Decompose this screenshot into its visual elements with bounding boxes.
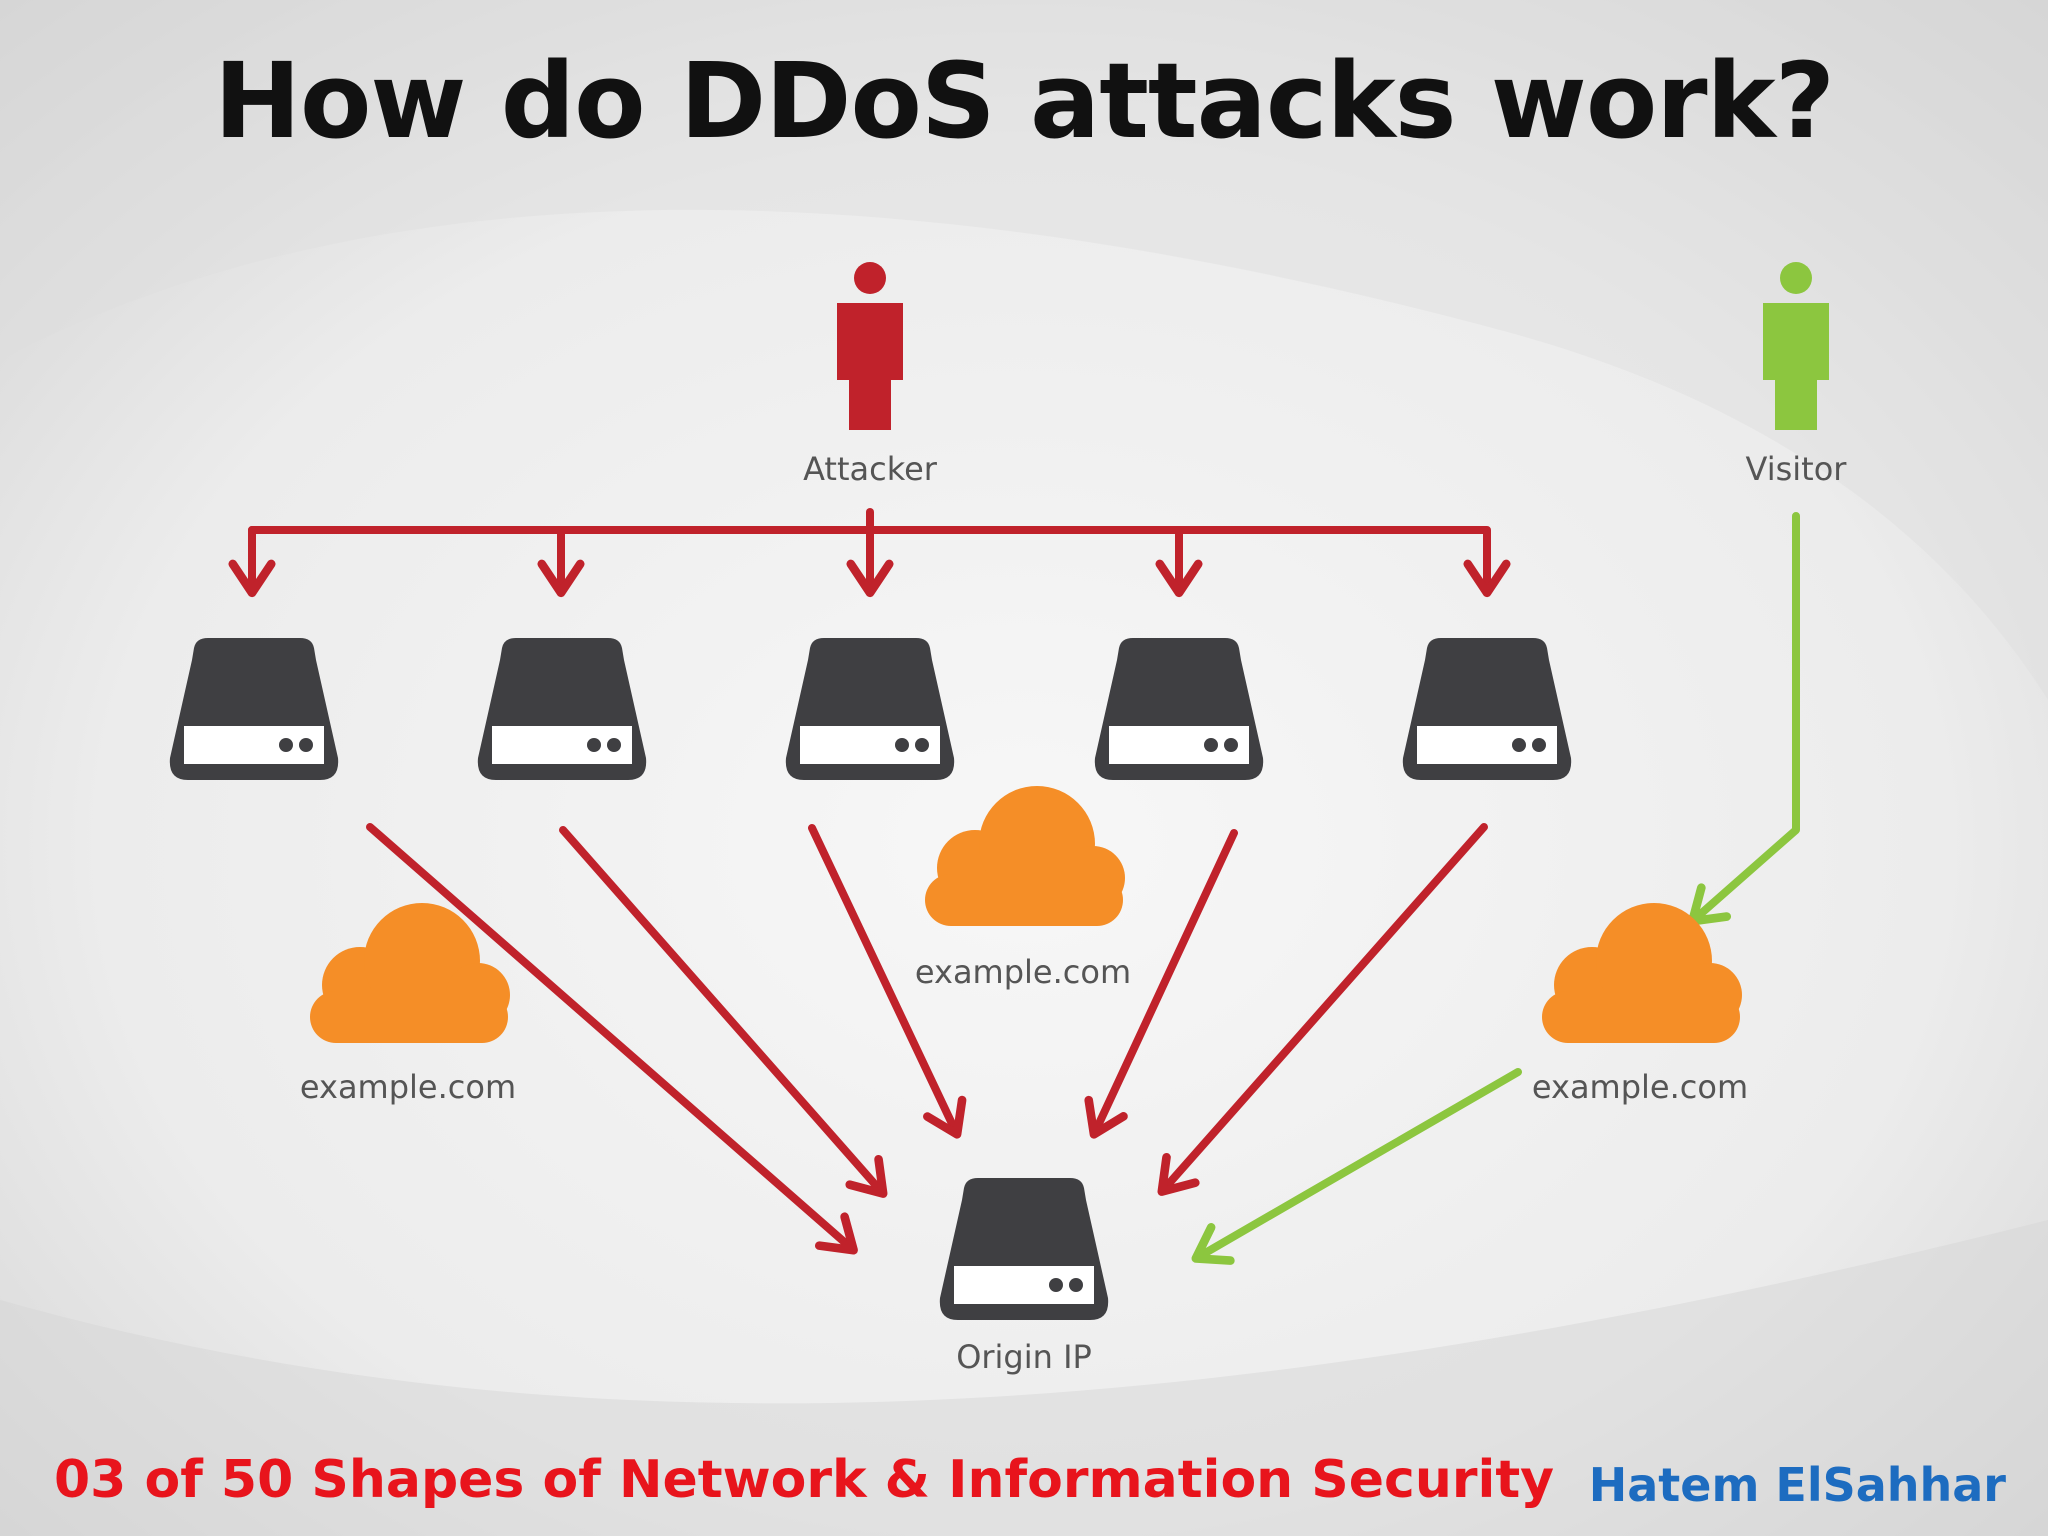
cloud-label-left: example.com [300,1068,516,1106]
visitor-label: Visitor [1746,450,1848,488]
server-icon [1402,638,1572,780]
server-icon [1094,638,1264,780]
server-icon [785,638,955,780]
server-icon [939,1178,1109,1320]
server-icon [169,638,339,780]
page-title: How do DDoS attacks work? [213,40,1835,162]
origin-label: Origin IP [956,1338,1092,1376]
attack-arrows [366,823,1488,1255]
visitor-arrows [1191,512,1800,1265]
attacker-label: Attacker [803,450,938,488]
series-caption: 03 of 50 Shapes of Network & Information… [54,1450,1555,1510]
author-credit: Hatem ElSahhar [1588,1458,2006,1512]
server-icon [477,638,647,780]
attack-distribution [228,508,1511,598]
cloud-label-center: example.com [915,953,1131,991]
cloud-label-right: example.com [1532,1068,1748,1106]
